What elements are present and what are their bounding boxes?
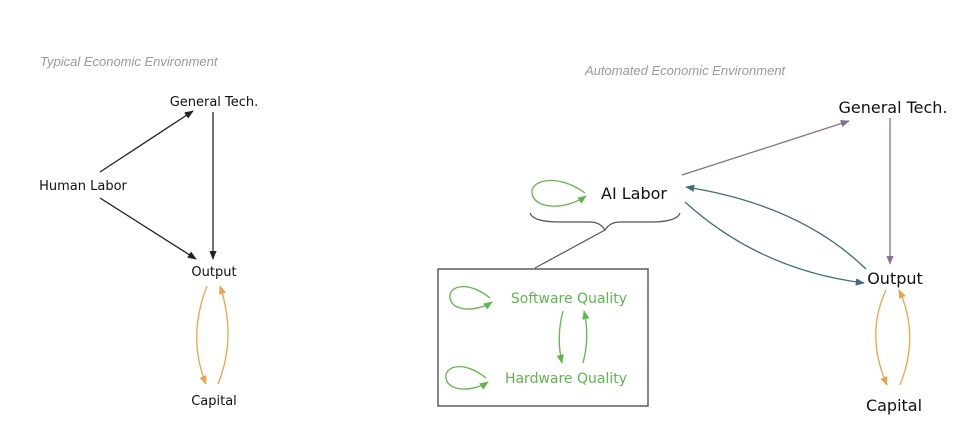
edge-software-quality-self-loop: [449, 286, 493, 310]
edge-human-labor-to-output: [99, 197, 197, 260]
edge-human-labor-to-general-tech: [99, 110, 194, 173]
typical-economy-panel: Typical Economic Environment General Tec…: [39, 54, 258, 409]
edge-output-to-ai-labor: [685, 184, 867, 270]
ai-labor-inset-box: Software Quality Hardware Quality: [437, 268, 649, 407]
node-output: Output: [191, 265, 236, 280]
edge-software-to-hardware: [556, 310, 564, 364]
node-general-tech: General Tech.: [170, 95, 259, 110]
edge-ai-labor-to-general-tech: [681, 120, 850, 176]
node-output-right: Output: [867, 269, 923, 288]
edge-output-to-capital-right: [875, 289, 888, 386]
automated-caption: Automated Economic Environment: [584, 63, 787, 78]
automated-economy-panel: Automated Economic Environment General T…: [437, 63, 948, 415]
node-capital-right: Capital: [866, 396, 922, 415]
node-ai-labor: AI Labor: [601, 184, 667, 203]
node-hardware-quality: Hardware Quality: [505, 371, 627, 387]
node-software-quality: Software Quality: [511, 291, 627, 307]
edge-ai-labor-self-loop: [531, 179, 587, 207]
node-general-tech-right: General Tech.: [838, 98, 947, 117]
edge-output-to-capital: [196, 285, 208, 385]
node-capital: Capital: [191, 394, 237, 409]
edge-hardware-to-software: [582, 310, 590, 364]
edge-capital-to-output: [217, 285, 229, 385]
node-human-labor: Human Labor: [39, 179, 127, 194]
brace-connector-line: [534, 229, 606, 269]
edge-ai-labor-to-output: [684, 201, 865, 286]
inset-box-border: [437, 268, 649, 407]
edge-capital-to-output-right: [898, 289, 911, 386]
ai-labor-brace: [529, 212, 681, 232]
edge-hardware-quality-self-loop: [445, 366, 489, 390]
typical-caption: Typical Economic Environment: [40, 54, 219, 69]
